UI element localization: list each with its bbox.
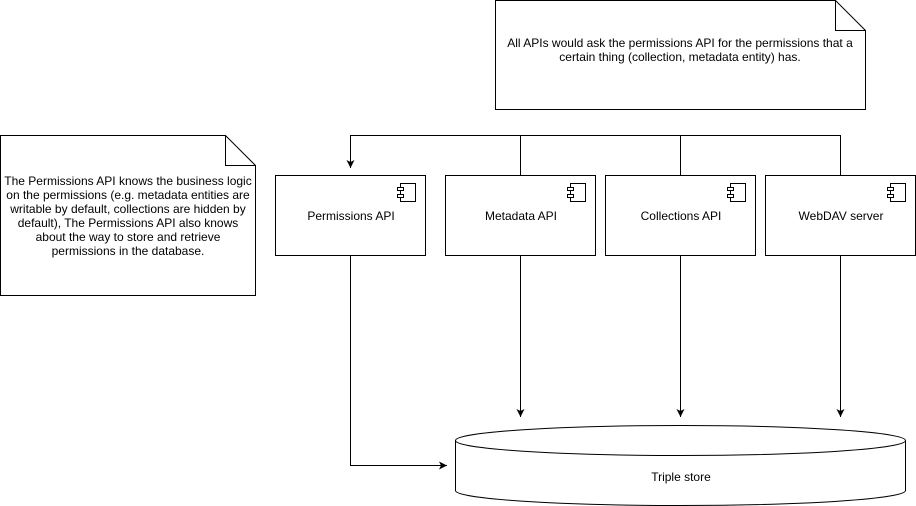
component-icon — [397, 183, 416, 202]
component-icon — [727, 183, 746, 202]
permissions-api-label: Permissions API — [307, 209, 395, 223]
triple-store-label: Triple store — [651, 470, 711, 484]
triple-store-shape — [455, 425, 906, 506]
component-icon — [887, 183, 906, 202]
connector-to-triple-store — [350, 256, 845, 470]
note-left-shape — [0, 135, 256, 296]
note-top-text: All APIs would ask the permissions API f… — [507, 36, 853, 64]
connector-to-permissions — [346, 135, 841, 175]
collections-api-label: Collections API — [640, 209, 722, 223]
webdav-server-label: WebDAV server — [798, 209, 884, 223]
note-left-text: The Permissions API knows the business l… — [4, 174, 252, 258]
note-top-shape — [495, 0, 866, 110]
metadata-api-label: Metadata API — [484, 209, 558, 223]
component-icon — [567, 183, 586, 202]
